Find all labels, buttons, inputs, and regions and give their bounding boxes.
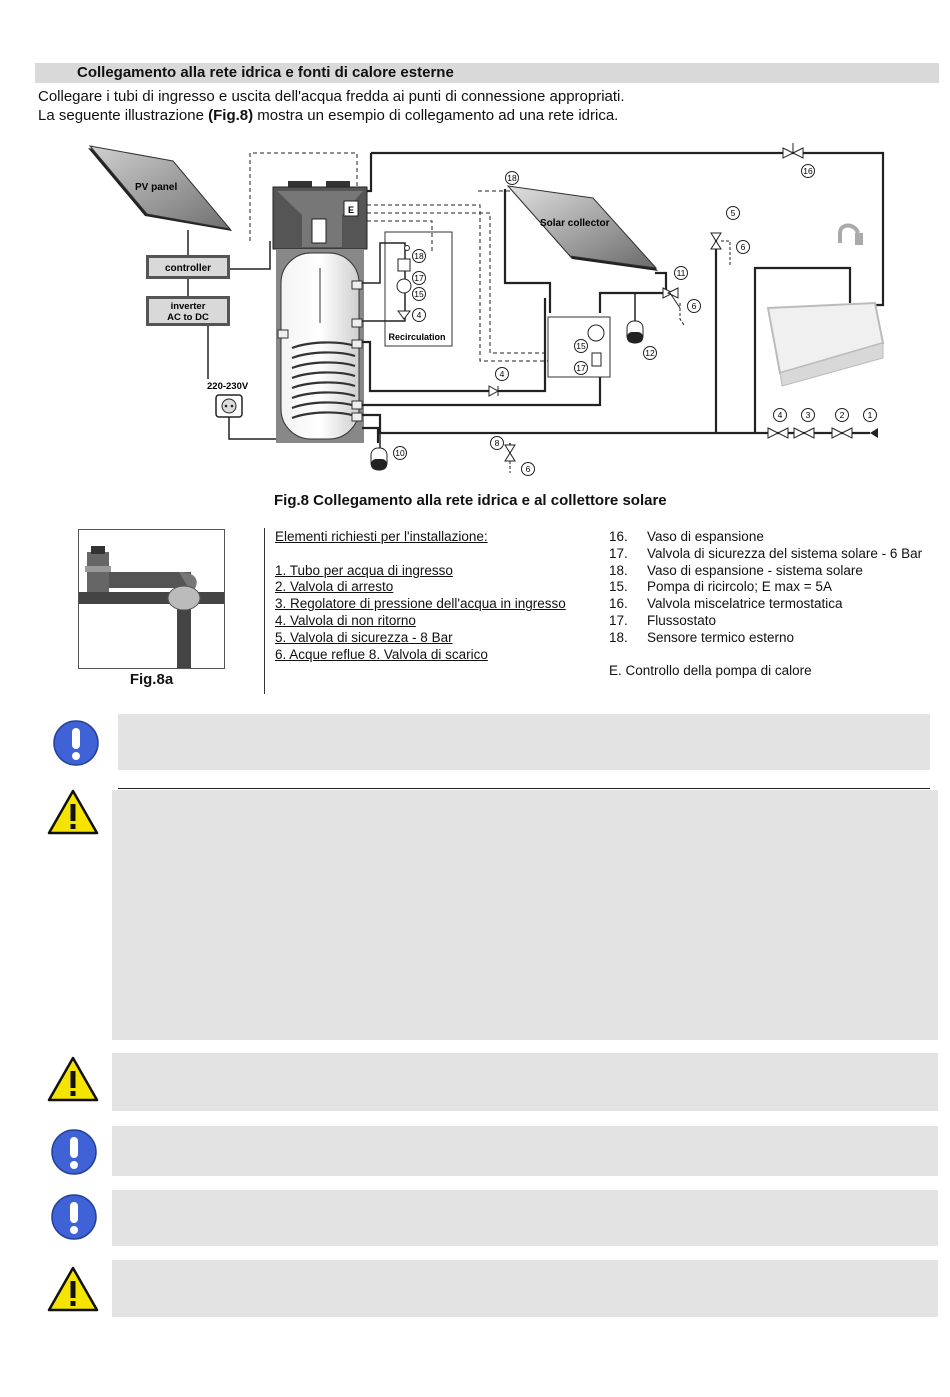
item-number: 17. [609, 545, 628, 561]
list-item: 15. Pompa di ricircolo; E max = 5A [609, 579, 939, 596]
svg-text:8: 8 [495, 438, 500, 448]
item-text: Valvola miscelatrice termostatica [647, 596, 843, 612]
e-box-label: E [348, 205, 354, 215]
divider-line [118, 788, 930, 789]
fig8-caption: Fig.8 Collegamento alla rete idrica e al… [274, 492, 667, 509]
svg-text:18: 18 [507, 173, 517, 183]
section-title: Collegamento alla rete idrica e fonti di… [35, 63, 939, 83]
list-item: 4. Valvola di non ritorno [275, 612, 416, 628]
intro-fig-ref: (Fig.8) [208, 107, 254, 124]
intro-line-2-a: La seguente illustrazione [38, 107, 209, 124]
valve-detail-illustration [79, 546, 224, 668]
intro-text: Collegare i tubi di ingresso e uscita de… [38, 87, 625, 125]
list-footer: E. Controllo della pompa di calore [609, 663, 812, 679]
item-text: Flussostato [647, 612, 717, 628]
note-block-6 [112, 1260, 938, 1317]
installation-diagram: PV panel controller inverter AC to DC 22… [88, 143, 885, 476]
svg-text:4: 4 [500, 369, 505, 379]
list-header: Elementi richiesti per l'installazione: [275, 529, 488, 544]
svg-text:4: 4 [417, 310, 422, 320]
list-item: 17. Flussostato [609, 613, 939, 630]
list-item: 17. Valvola di sicurezza del sistema sola… [609, 546, 939, 563]
list-item: 18. Vaso di espansione - sistema solare [609, 563, 939, 580]
svg-text:6: 6 [741, 242, 746, 252]
inverter-label-2: AC to DC [167, 312, 209, 323]
intro-line-2-c: mostra un esempio di collegamento ad una… [253, 107, 619, 124]
warning-triangle-icon [47, 1056, 99, 1102]
svg-text:2: 2 [840, 410, 845, 420]
fig8a-caption: Fig.8a [129, 671, 174, 688]
recirculation-label: Recirculation [388, 332, 445, 342]
info-exclamation-icon [53, 720, 99, 766]
list-item: 3. Regolatore di pressione dell'acqua in… [275, 596, 566, 612]
item-text: Pompa di ricircolo; E max = 5A [647, 579, 832, 595]
pv-panel: PV panel [88, 145, 232, 231]
column-divider [264, 528, 265, 694]
svg-text:3: 3 [806, 410, 811, 420]
list-item: 1. Tubo per acqua di ingresso [275, 562, 453, 578]
note-block-5 [112, 1190, 938, 1246]
intro-line-2: La seguente illustrazione (Fig.8) mostra… [38, 106, 625, 125]
installation-list: Elementi richiesti per l'installazione: … [275, 529, 566, 663]
list-item: 16. Vaso di espansione [609, 529, 939, 546]
item-number: 15. [609, 579, 628, 595]
item-text: Vaso di espansione [647, 529, 764, 544]
svg-text:1: 1 [868, 410, 873, 420]
svg-text:4: 4 [778, 410, 783, 420]
item-text: Sensore termico esterno [647, 629, 795, 645]
note-block-1 [118, 714, 930, 770]
svg-text:15: 15 [414, 289, 424, 299]
info-exclamation-icon [51, 1194, 97, 1240]
solar-collector-label: Solar collector [540, 218, 610, 229]
svg-text:12: 12 [645, 348, 655, 358]
voltage-label: 220-230V [207, 381, 249, 392]
controller-label: controller [165, 263, 211, 274]
item-text: Valvola di sicurezza del sistema solare … [647, 545, 923, 561]
components-list: 16. Vaso di espansione 17. Valvola di sicu… [609, 529, 939, 680]
intro-line-1: Collegare i tubi di ingresso e uscita de… [38, 88, 625, 105]
svg-text:6: 6 [526, 464, 531, 474]
svg-text:17: 17 [414, 273, 424, 283]
note-block-3 [112, 1053, 938, 1111]
item-number: 16. [609, 529, 628, 544]
fig8a-image [78, 529, 225, 669]
list-item: 16. Valvola miscelatrice termostatica [609, 596, 939, 613]
list-item: 18. Sensore termico esterno [609, 630, 939, 647]
warning-triangle-icon [47, 789, 99, 835]
info-exclamation-icon [51, 1129, 97, 1175]
note-block-2 [112, 790, 938, 1040]
item-text: Vaso di espansione - sistema solare [647, 562, 863, 578]
svg-text:17: 17 [576, 363, 586, 373]
item-number: 18. [609, 629, 628, 645]
list-item: 6. Acque reflue 8. Valvola di scarico [275, 646, 488, 662]
item-number: 16. [609, 596, 628, 612]
svg-text:5: 5 [731, 208, 736, 218]
pv-panel-label: PV panel [135, 182, 177, 193]
svg-text:15: 15 [576, 341, 586, 351]
list-item: 2. Valvola di arresto [275, 579, 394, 595]
svg-text:16: 16 [803, 166, 813, 176]
item-number: 17. [609, 612, 628, 628]
warning-triangle-icon [47, 1266, 99, 1312]
item-number: 18. [609, 562, 628, 578]
list-item: 5. Valvola di sicurezza - 8 Bar [275, 629, 453, 645]
svg-text:18: 18 [414, 251, 424, 261]
svg-text:6: 6 [692, 301, 697, 311]
svg-text:10: 10 [395, 448, 405, 458]
svg-text:11: 11 [677, 268, 686, 278]
note-block-4 [112, 1126, 938, 1176]
inverter-label-1: inverter [171, 301, 206, 312]
